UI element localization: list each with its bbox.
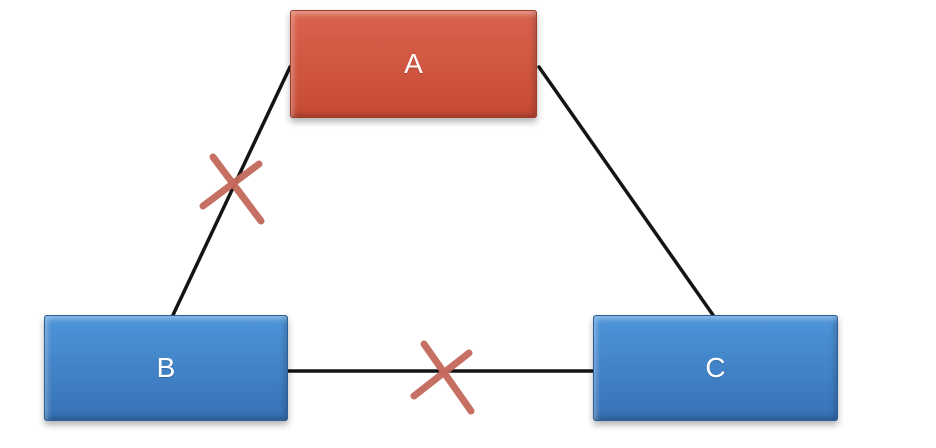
edge-a-c [537,65,715,317]
cross-mark-edge-b-c-icon [410,340,475,415]
node-b[interactable]: B [44,315,288,421]
node-b-label: B [156,352,176,383]
node-a-label: A [404,48,423,79]
node-c[interactable]: C [593,315,838,421]
edge-a-b [171,65,292,317]
cross-mark-edge-a-b-icon [199,153,265,225]
node-a[interactable]: A [290,10,537,118]
node-c-label: C [705,352,726,383]
